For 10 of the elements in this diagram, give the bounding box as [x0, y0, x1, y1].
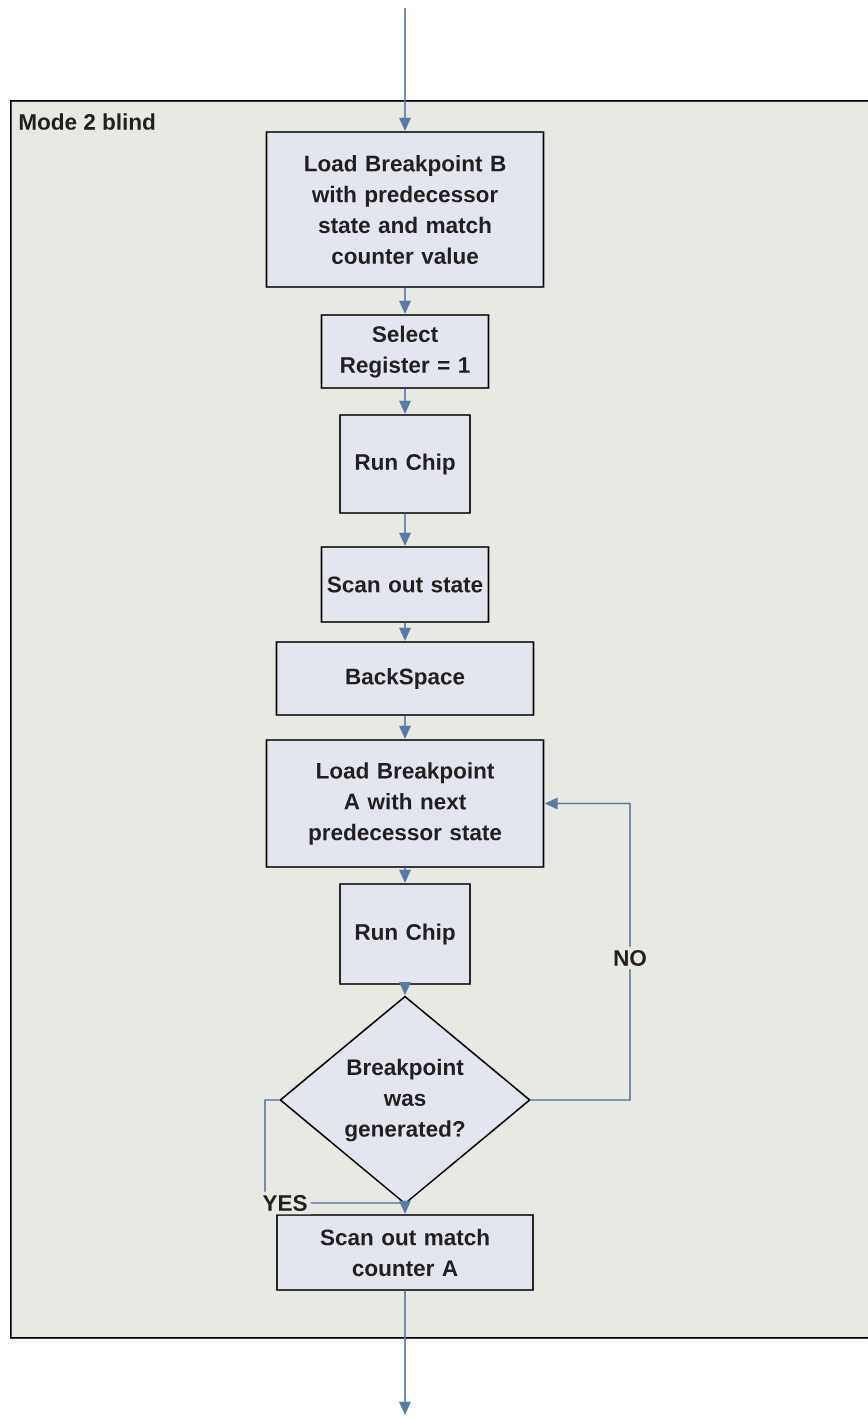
- edge-label: YES: [259, 1191, 311, 1215]
- process-box: Load Breakpoint A with next predecessor state: [265, 739, 545, 868]
- process-box: Select Register = 1: [320, 314, 490, 389]
- arrow: [530, 797, 631, 1101]
- process-box: BackSpace: [275, 641, 535, 716]
- process-box: Run Chip: [339, 414, 471, 514]
- process-box: Scan out match counter A: [276, 1214, 534, 1291]
- process-box: Load Breakpoint B with predecessor state and match counter value: [265, 131, 545, 288]
- process-box: Scan out state: [320, 546, 490, 623]
- process-box: Run Chip: [339, 883, 471, 985]
